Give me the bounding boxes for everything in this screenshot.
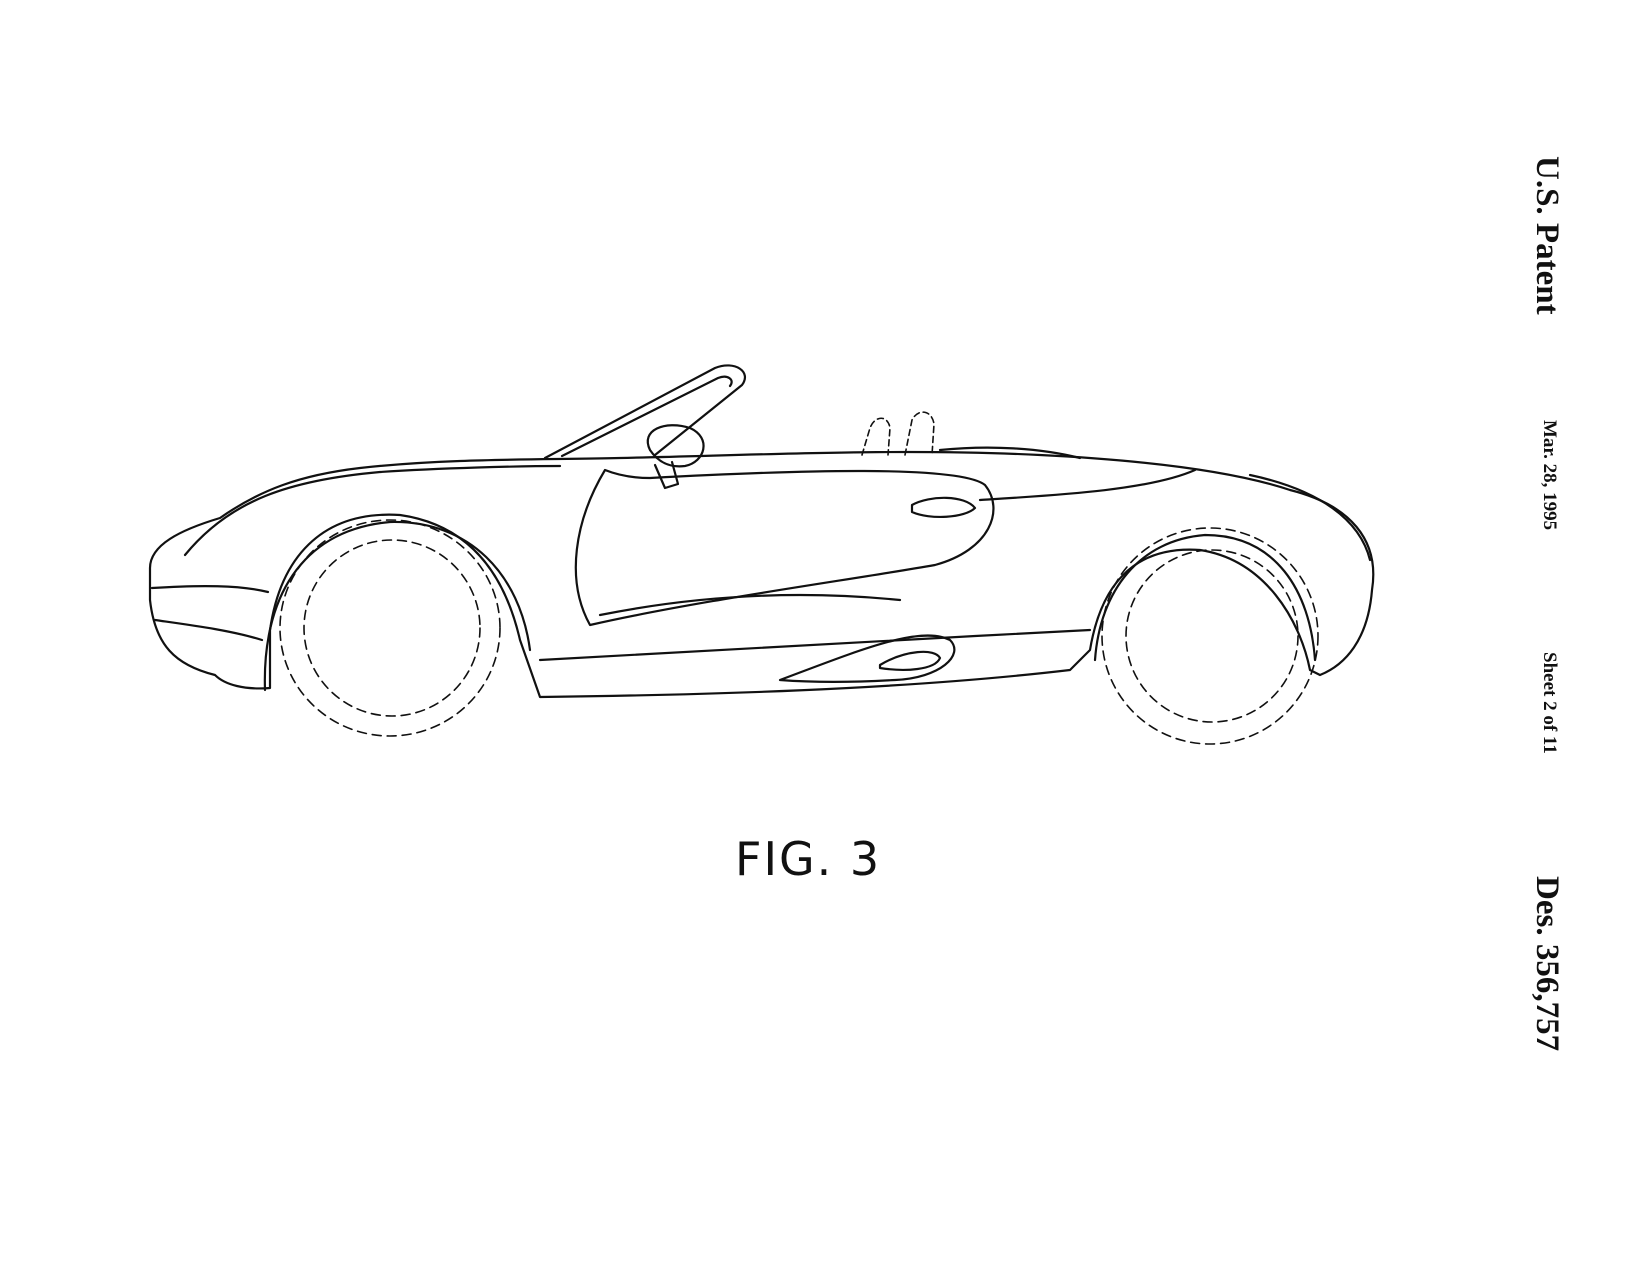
front-wheel-arch bbox=[263, 520, 532, 692]
door-outline bbox=[574, 468, 995, 627]
sheet-number: Sheet 2 of 11 bbox=[1539, 652, 1560, 754]
windshield-frame bbox=[543, 364, 746, 460]
mirror-stem bbox=[653, 460, 680, 490]
hood-line bbox=[183, 464, 562, 557]
headrest-outline bbox=[861, 417, 891, 456]
patent-header-title: U.S. Patent bbox=[1529, 156, 1565, 315]
rear-line bbox=[1248, 473, 1372, 562]
side-intake-inner bbox=[878, 650, 942, 671]
car-body-outline bbox=[148, 450, 1375, 699]
front-bumper-line bbox=[150, 585, 270, 594]
rear-deck-line bbox=[938, 446, 1082, 460]
side-mirror bbox=[646, 424, 705, 468]
windshield-frame-inner bbox=[560, 375, 733, 458]
front-wheel bbox=[279, 519, 501, 737]
side-intake bbox=[778, 634, 956, 683]
rear-wheel-arch bbox=[1093, 533, 1317, 662]
headrest-outline bbox=[904, 411, 935, 456]
rear-wheel bbox=[1101, 527, 1319, 745]
patent-date: Mar. 28, 1995 bbox=[1539, 420, 1560, 531]
rocker-line bbox=[538, 628, 1092, 662]
patent-number: Des. 356,757 bbox=[1529, 876, 1565, 1052]
side-sculpt-line bbox=[598, 593, 902, 617]
door-handle bbox=[910, 496, 977, 519]
side-sculpt-line bbox=[978, 468, 1197, 502]
front-bumper-line bbox=[153, 618, 264, 642]
figure-label: FIG. 3 bbox=[735, 832, 882, 886]
